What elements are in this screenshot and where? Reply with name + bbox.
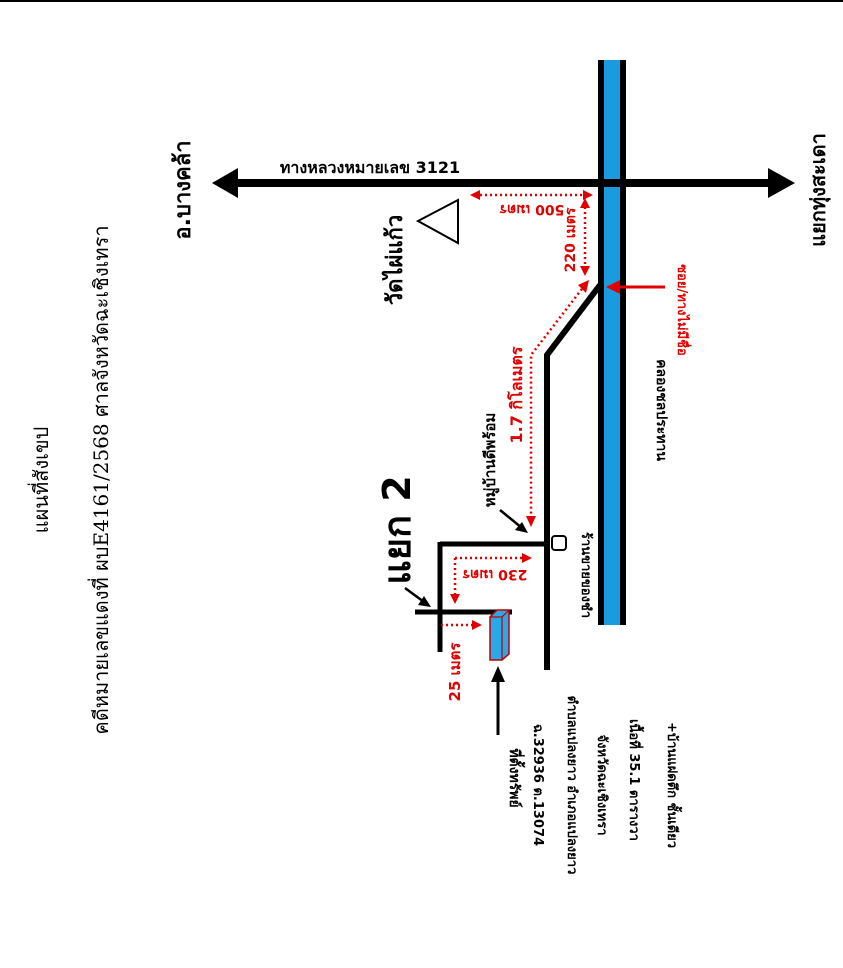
arrow-left-icon [212,168,238,198]
dist-500-label: 500 เมตร [499,201,564,217]
village-arrow [499,509,528,533]
soi-label: ซอย/ทางไม่มีชื่อ [674,264,692,356]
dist-25-marker [441,620,482,630]
temple-label: วัดไผ่แก้ว [381,215,408,305]
case-number: คดีหมายเลขแดงที่ ผบE4161/2568 ศาลจังหวัด… [87,225,113,734]
dist-230-label: 230 เมตร [462,566,527,582]
junction-2-label: แยก 2 [375,475,419,584]
highway-label: ทางหลวงหมายเลข 3121 [280,158,460,177]
shop-label: ร้านขายของชำ [578,532,594,618]
dest-right-label: แยกทุ่งสะเดา [806,133,831,247]
dist-230-marker [450,553,532,604]
shop-square-icon [551,535,567,551]
temple-triangle-icon [415,198,459,245]
dist-220-marker [580,198,590,276]
red-arrow-icon [606,280,620,294]
dist-17-marker [526,280,589,527]
arrow-right-icon [768,168,795,198]
property-info-line: ตำบลแปลงยาว อำเภอแปลงยาว [564,696,580,875]
property-info-line: เนื้อที่ 35.1 ตารางวา [626,719,645,841]
dist-25-label: 25 เมตร [446,642,464,702]
property-info-line: ฉ.32936 ต.13074 [530,724,545,846]
dist-500-marker [470,190,593,200]
property-label: ที่ตั้งทรัพย์ [506,748,526,807]
property-info-line: +บ้านแฝดตึก ชั้นเดียว [664,722,683,848]
property-arrow [491,666,505,735]
property-info: ฉ.32936 ต.13074 ตำบลแปลงยาว อำเภอแปลงยาว… [530,696,683,875]
dist-220-label: 220 เมตร [563,207,579,272]
canal [598,60,626,625]
property-box-icon [489,609,510,661]
canal-label: คลองชลประทาน [653,359,669,461]
dest-left-label: อ.บางคล้า [171,140,196,239]
soi-arrow [606,280,665,294]
map-title: แผนที่สังเขป [27,427,53,534]
junction-arrow [404,586,431,607]
soi-road [544,283,603,670]
village-label: หมู่บ้านดีพร้อม [481,413,500,508]
dist-17-label: 1.7 กิโลเมตร [506,346,526,443]
property-info-line: จังหวัดฉะเชิงเทรา [594,734,609,835]
highway-3121 [212,168,795,198]
